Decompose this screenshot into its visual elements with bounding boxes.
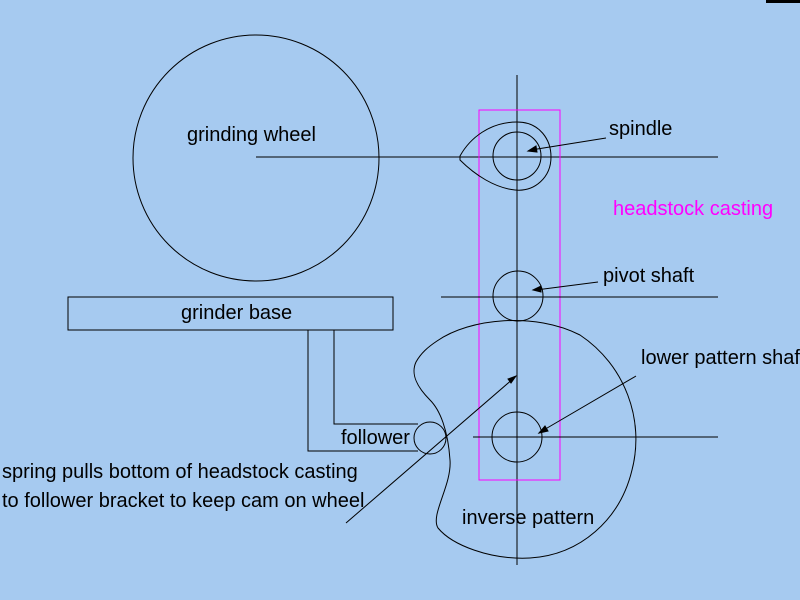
lower-pattern-shaft-circle bbox=[491, 411, 543, 463]
lower-pattern-shaft-leader bbox=[541, 375, 637, 432]
pivot-shaft-label: pivot shaft bbox=[603, 265, 695, 287]
pivot-shaft-leader bbox=[535, 281, 599, 291]
inverse-pattern-label: inverse pattern bbox=[462, 507, 594, 529]
lower-pattern-shaft-label: lower pattern shaft bbox=[641, 347, 800, 369]
spring-leader bbox=[345, 377, 515, 524]
lower-pattern-shaft-leader-arrow bbox=[537, 425, 549, 434]
grinding-wheel-circle bbox=[132, 34, 380, 282]
corner-mark bbox=[766, 0, 800, 3]
headstock-casting-label: headstock casting bbox=[613, 198, 773, 220]
inverse-pattern-outline bbox=[413, 320, 637, 559]
grinding-wheel-label: grinding wheel bbox=[187, 124, 316, 146]
follower-circle bbox=[413, 421, 447, 455]
spindle-circle bbox=[492, 131, 542, 181]
follower-bracket bbox=[307, 330, 418, 452]
pivot-shaft-leader-arrow bbox=[531, 285, 542, 293]
spindle-cam-outline bbox=[459, 121, 552, 191]
spring-note-line2: to follower bracket to keep cam on wheel bbox=[2, 490, 364, 512]
leader-lines bbox=[345, 137, 637, 524]
follower-label: follower bbox=[341, 427, 410, 449]
spindle-label: spindle bbox=[609, 118, 672, 140]
spindle-leader-arrow bbox=[526, 145, 538, 153]
grinder-base-label: grinder base bbox=[181, 302, 292, 324]
spindle-leader bbox=[530, 137, 607, 151]
grinder-base-rect bbox=[67, 296, 394, 331]
spring-leader-arrow bbox=[507, 374, 518, 384]
spring-note-line1: spring pulls bottom of headstock casting bbox=[2, 461, 358, 483]
pivot-shaft-circle bbox=[492, 270, 544, 322]
headstock-casting-rect bbox=[478, 109, 561, 481]
